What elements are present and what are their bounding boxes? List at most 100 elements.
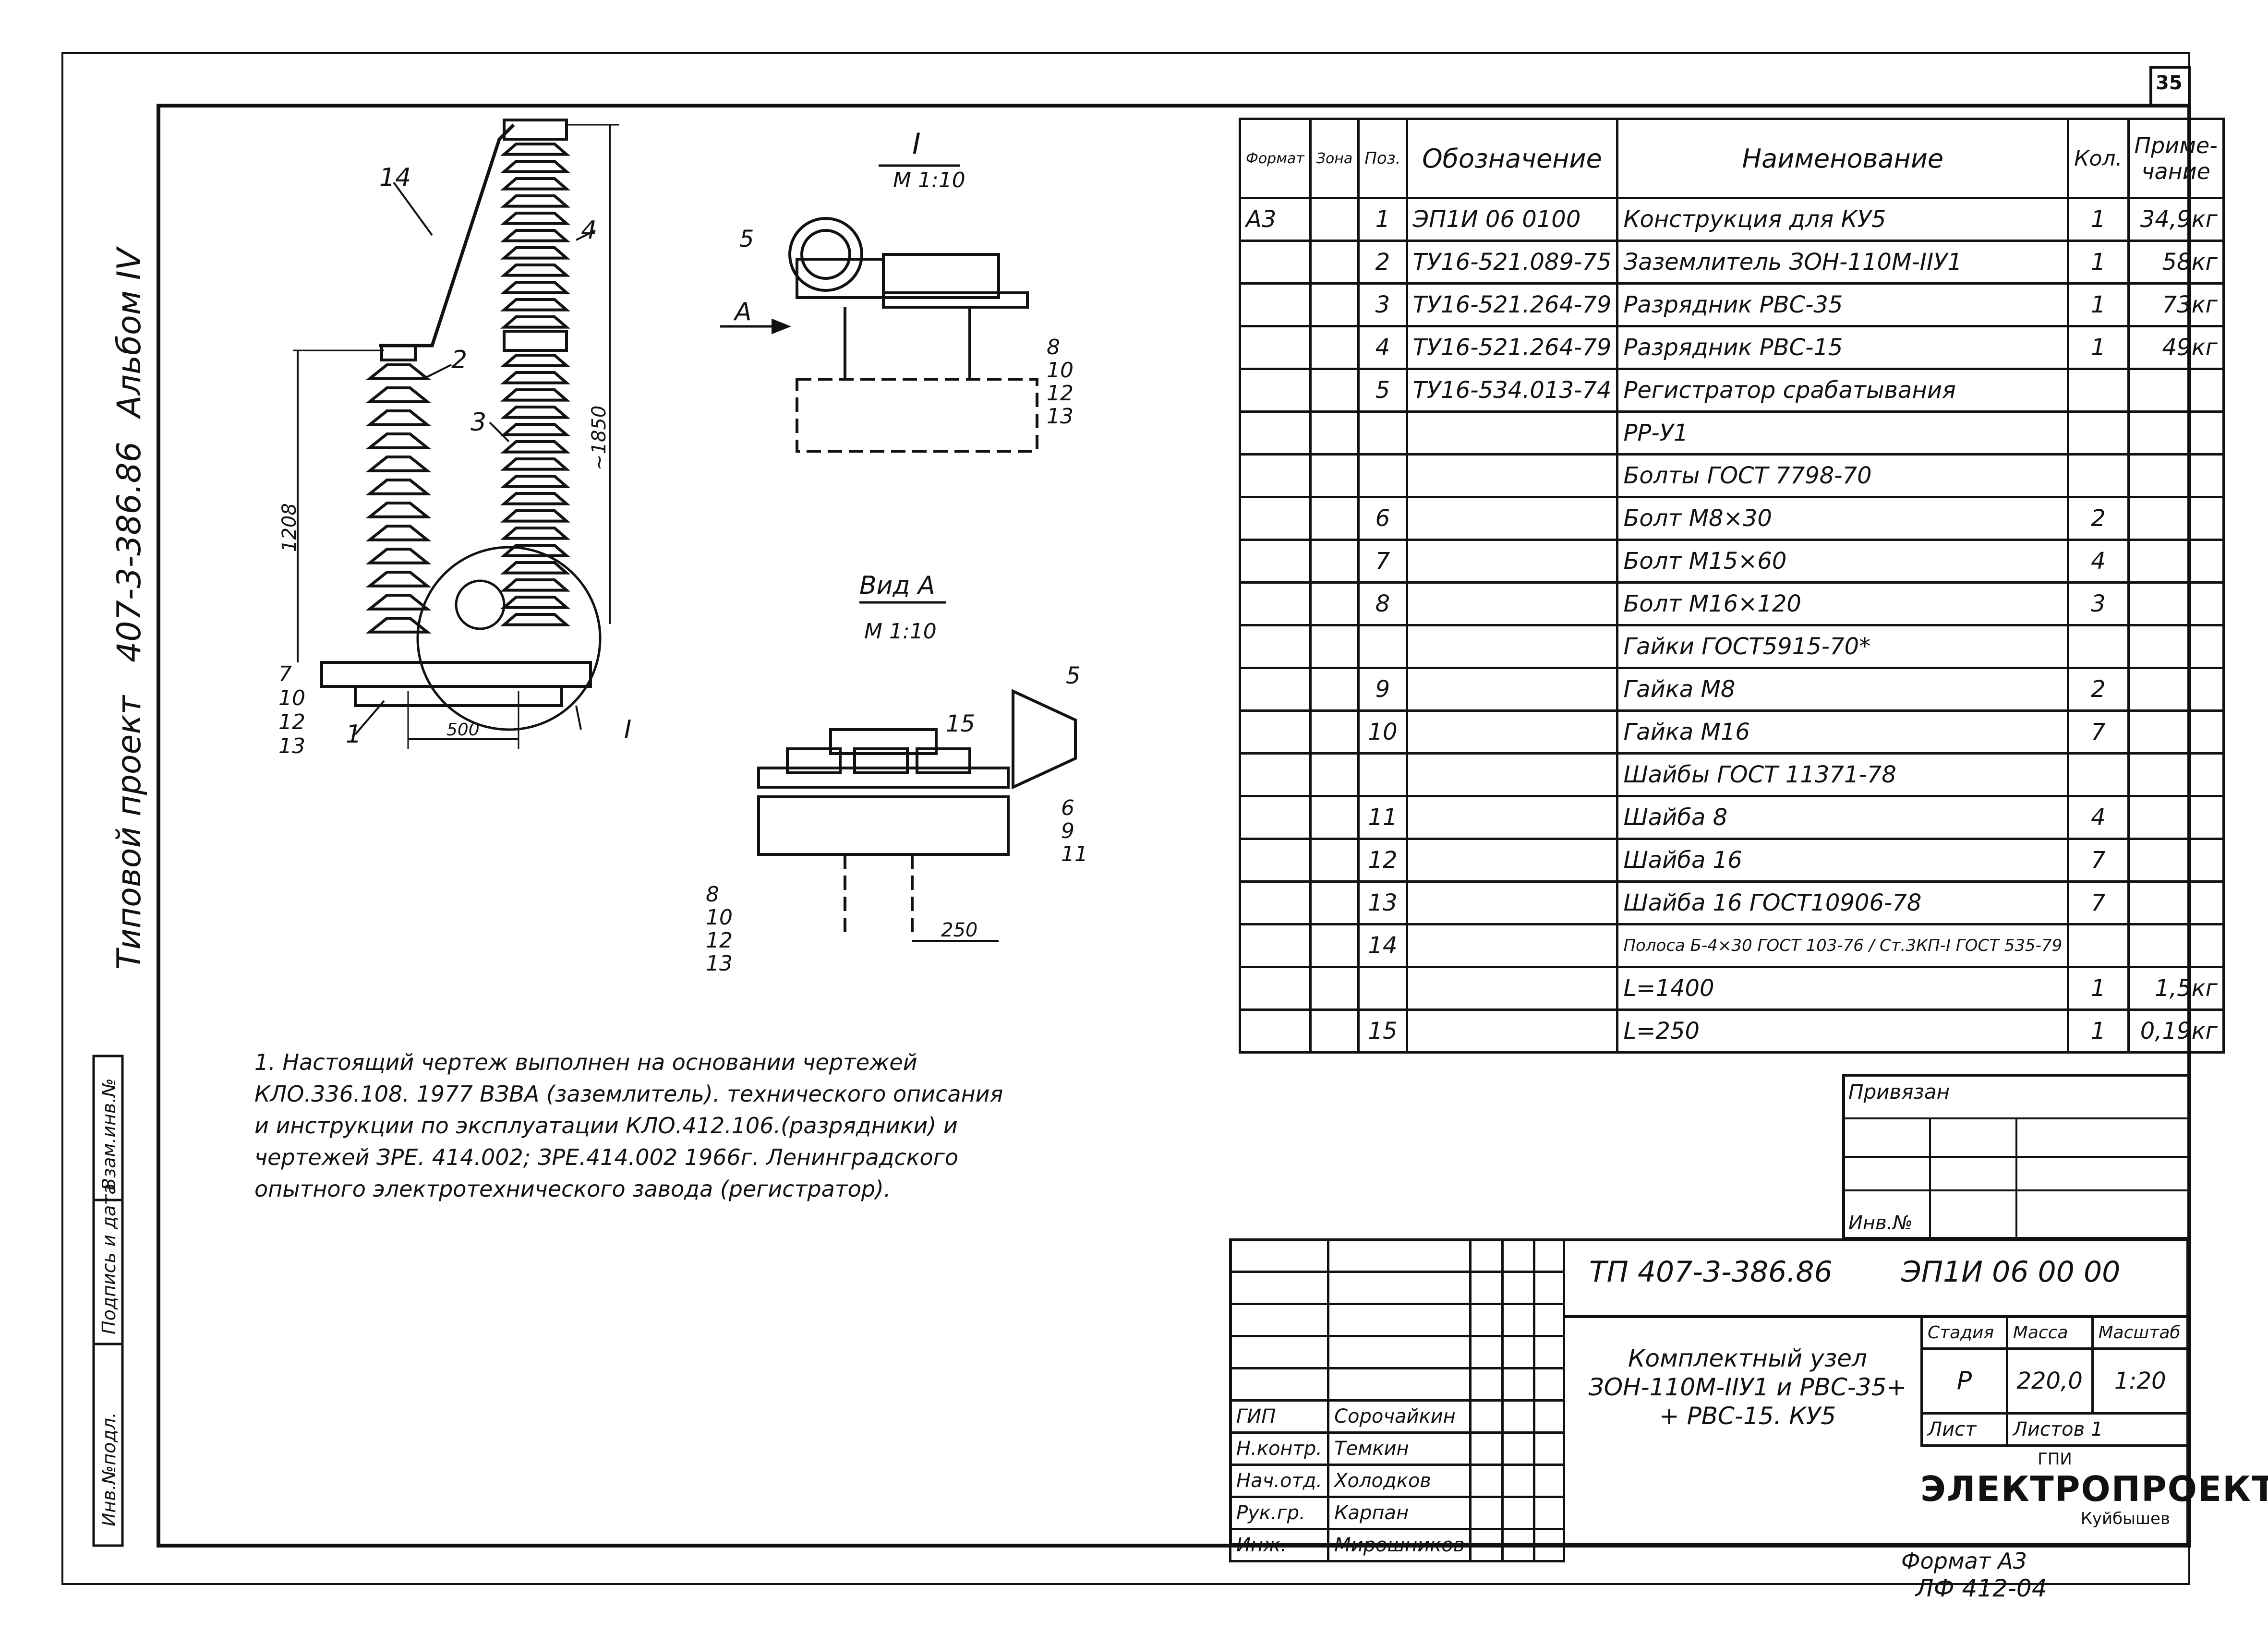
spec-cell-name: Конструкция для КУ5 (1616, 197, 2070, 242)
spec-cell-designation (1405, 880, 1619, 925)
dim-1850: ~1850 (588, 405, 610, 470)
section-I (720, 164, 1038, 453)
sheets-label: Листов 1 (2005, 1412, 2190, 1447)
title-divider (1565, 1315, 2189, 1318)
signature-mark (1469, 1431, 1504, 1466)
spec-cell-note (2127, 453, 2225, 498)
spec-cell-designation (1405, 752, 1619, 797)
signature-date (1501, 1528, 1536, 1562)
insulator-disc (500, 509, 571, 523)
section-callout-5: 5 (739, 226, 754, 252)
spec-header-note: Приме-чание (2127, 118, 2225, 199)
spec-cell-note (2127, 795, 2225, 840)
spec-cell-pos: 3 (1357, 282, 1408, 327)
spec-cell-zone (1309, 539, 1360, 584)
spec-cell-note: 1,5кг (2127, 966, 2225, 1011)
spec-cell-format: А3 (1239, 197, 1312, 242)
callout-3: 3 (470, 408, 487, 437)
spec-cell-zone (1309, 1008, 1360, 1054)
insulator-disc (500, 229, 571, 242)
spec-cell-name: Заземлитель ЗОН-110М-IIУ1 (1616, 240, 2070, 285)
signature-name: Мирошников (1327, 1528, 1472, 1562)
spec-cell-zone (1309, 368, 1360, 413)
signature-role: Н.контр. (1229, 1431, 1330, 1466)
callout-2: 2 (451, 346, 468, 374)
sheet-label: Лист (1920, 1412, 2008, 1447)
spec-cell-qty: 1 (2067, 1008, 2130, 1054)
spec-cell-zone (1309, 624, 1360, 669)
callout-I-main: I (624, 715, 632, 744)
arrow-A-label: А (735, 298, 752, 326)
spec-cell-pos: 12 (1357, 838, 1408, 883)
insulator-disc (365, 571, 432, 588)
spec-cell-qty: 1 (2067, 197, 2130, 242)
spec-cell-zone (1309, 923, 1360, 968)
spec-cell-format (1239, 496, 1312, 541)
spec-cell-qty: 4 (2067, 795, 2130, 840)
callout-4: 4 (581, 216, 597, 245)
insulator-disc (500, 212, 571, 225)
spec-cell-qty (2067, 410, 2130, 456)
signature-date (1501, 1496, 1536, 1530)
callout-14: 14 (379, 163, 411, 192)
spec-cell-name: Шайба 16 ГОСТ10906-78 (1616, 880, 2070, 925)
spec-cell-qty: 2 (2067, 496, 2130, 541)
spec-cell-pos: 4 (1357, 325, 1408, 370)
spec-cell-note (2127, 368, 2225, 413)
insulator-disc (500, 388, 571, 402)
insulator-disc (500, 371, 571, 384)
spec-cell-designation (1405, 410, 1619, 456)
side-stamp-sign-date: Подпись и дата (98, 1183, 120, 1334)
insulator-disc (365, 594, 432, 611)
spec-cell-format (1239, 240, 1312, 285)
spec-cell-zone (1309, 838, 1360, 883)
spec-cell-pos: 10 (1357, 709, 1408, 755)
series-label: Типовой проект (110, 695, 148, 970)
spec-cell-qty: 1 (2067, 240, 2130, 285)
spec-cell-note (2127, 624, 2225, 669)
spec-cell-format (1239, 880, 1312, 925)
footer-code: ЛФ 412-04 (1916, 1574, 2047, 1602)
insulator-disc (500, 246, 571, 260)
dim-250: 250 (941, 919, 978, 941)
spec-cell-pos: 15 (1357, 1008, 1408, 1054)
insulator-disc (365, 386, 432, 403)
spec-cell-format (1239, 539, 1312, 584)
spec-cell-qty (2067, 923, 2130, 968)
section-scale: М 1:10 (893, 168, 965, 192)
footer-format: Формат А3 (1901, 1548, 2027, 1574)
org-name: ЭЛЕКТРОПРОЕКТ (1920, 1469, 2268, 1509)
spec-cell-pos: 7 (1357, 539, 1408, 584)
stage-label: Стадия (1920, 1315, 2008, 1350)
spec-row: Шайбы ГОСТ 11371-78 (1239, 752, 2225, 797)
spec-cell-qty: 1 (2067, 325, 2130, 370)
spec-cell-name: Гайка М8 (1616, 667, 2070, 712)
spec-cell-qty: 1 (2067, 282, 2130, 327)
insulator-disc (500, 143, 571, 156)
signature-extra (1533, 1399, 1565, 1434)
spec-header-pos: Поз. (1357, 118, 1408, 199)
insulator-disc (365, 548, 432, 564)
spec-cell-name: Болт М8×30 (1616, 496, 2070, 541)
signature-date (1501, 1399, 1536, 1434)
insulator-disc (500, 315, 571, 329)
mass-label: Масса (2005, 1315, 2094, 1350)
spec-cell-pos (1357, 752, 1408, 797)
spec-cell-pos: 11 (1357, 795, 1408, 840)
insulator-disc (500, 298, 571, 312)
privyazan-title: Привязан (1848, 1080, 1950, 1104)
insulator-disc (365, 456, 432, 472)
spec-cell-designation (1405, 966, 1619, 1011)
spec-cell-name: Разрядник РВС-15 (1616, 325, 2070, 370)
album-label: Альбом IV (110, 248, 148, 418)
stage-value: Р (1920, 1347, 2008, 1415)
spec-cell-name: РР-У1 (1616, 410, 2070, 456)
spec-cell-format (1239, 410, 1312, 456)
spec-cell-zone (1309, 282, 1360, 327)
